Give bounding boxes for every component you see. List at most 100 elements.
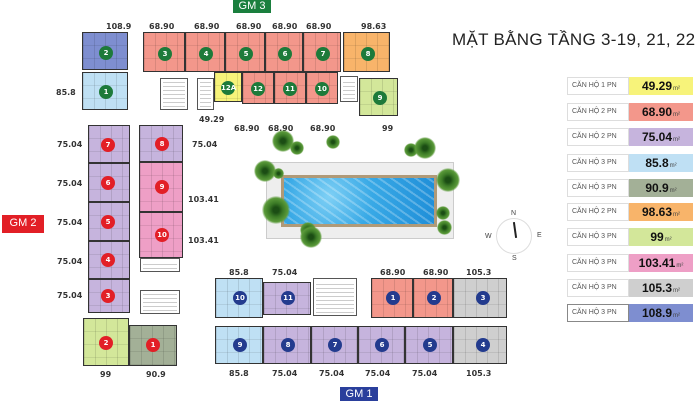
unit-gm3-10[interactable]: 10 [306, 72, 338, 104]
unit-number-badge: 11 [283, 82, 297, 96]
area-label: 103.41 [188, 236, 219, 245]
stair-core [197, 78, 214, 110]
unit-gm3-6[interactable]: 6 [265, 32, 303, 72]
legend-row: CĂN HỘ 3 PN 99m² [567, 228, 693, 246]
unit-number-badge: 12 [251, 82, 265, 96]
legend-area: 85.8m² [629, 154, 693, 172]
legend-area-unit: m² [673, 112, 681, 118]
unit-gm3-8[interactable]: 8 [343, 32, 390, 72]
legend-area-value: 90.9 [645, 181, 669, 195]
legend-area-unit: m² [669, 188, 677, 194]
unit-gm1-7[interactable]: 7 [311, 326, 358, 364]
unit-gm1-10[interactable]: 10 [215, 278, 263, 318]
unit-number-badge: 3 [158, 47, 172, 61]
unit-gm1-11[interactable]: 11 [263, 282, 311, 315]
area-label: 75.04 [365, 369, 391, 378]
area-label: 75.04 [57, 140, 83, 149]
unit-gm1-9[interactable]: 9 [215, 326, 263, 364]
unit-gm1-4[interactable]: 4 [453, 326, 507, 364]
unit-number-badge: 5 [101, 215, 115, 229]
unit-number-badge: 4 [476, 338, 490, 352]
unit-gm3-3[interactable]: 3 [143, 32, 185, 72]
legend-row: CĂN HỘ 3 PN 105.3m² [567, 279, 693, 297]
unit-number-badge: 6 [101, 176, 115, 190]
area-label: 103.41 [188, 195, 219, 204]
unit-number-badge: 4 [199, 47, 213, 61]
legend-area-unit: m² [673, 212, 681, 218]
area-label: 68.90 [310, 124, 336, 133]
unit-gm3-1[interactable]: 1 [82, 72, 128, 110]
legend-unit-type: CĂN HỘ 2 PN [567, 103, 629, 121]
area-label: 68.90 [306, 22, 332, 31]
unit-gm1-8[interactable]: 8 [263, 326, 311, 364]
swimming-pool [281, 175, 437, 227]
legend-area-unit: m² [673, 288, 681, 294]
unit-gm1-2[interactable]: 2 [413, 278, 453, 318]
unit-gm1-5[interactable]: 5 [405, 326, 453, 364]
unit-gm3-2[interactable]: 2 [82, 32, 128, 70]
unit-number-badge: 2 [99, 46, 113, 60]
unit-gm2-8[interactable]: 8 [139, 125, 183, 162]
area-label: 75.04 [319, 369, 345, 378]
area-label: 108.9 [106, 22, 132, 31]
unit-number-badge: 8 [281, 338, 295, 352]
unit-gm3-12[interactable]: 12 [242, 72, 274, 104]
unit-gm2-3[interactable]: 3 [88, 279, 130, 313]
gate-gm1-label: GM 1 [340, 387, 378, 401]
area-label: 75.04 [272, 268, 298, 277]
legend-area-value: 98.63 [641, 205, 673, 219]
stair-core [313, 278, 357, 316]
unit-number-badge: 7 [328, 338, 342, 352]
legend-area: 98.63m² [629, 203, 693, 221]
area-label: 68.90 [380, 268, 406, 277]
unit-gm2-2[interactable]: 2 [83, 318, 129, 366]
compass-east: E [537, 232, 542, 239]
unit-number-badge: 12A [221, 81, 236, 95]
legend-unit-type: CĂN HỘ 3 PN [567, 254, 629, 272]
area-label: 105.3 [466, 369, 492, 378]
unit-number-badge: 7 [316, 47, 330, 61]
unit-number-badge: 9 [373, 91, 387, 105]
area-label: 75.04 [57, 291, 83, 300]
compass-needle [512, 221, 518, 239]
legend-area-value: 85.8 [645, 156, 669, 170]
unit-gm1-3[interactable]: 3 [453, 278, 507, 318]
legend-area: 105.3m² [629, 279, 693, 297]
unit-number-badge: 9 [155, 180, 169, 194]
area-label: 75.04 [192, 140, 218, 149]
legend-area-value: 108.9 [641, 306, 673, 320]
unit-gm2-7[interactable]: 7 [88, 125, 130, 163]
unit-gm3-9[interactable]: 9 [359, 78, 398, 116]
compass-south: S [512, 255, 517, 262]
unit-gm2-6[interactable]: 6 [88, 163, 130, 202]
legend-area: 90.9m² [629, 179, 693, 197]
unit-gm2-5[interactable]: 5 [88, 202, 130, 241]
legend-unit-type: CĂN HỘ 3 PN [567, 228, 629, 246]
legend-area-value: 103.41 [638, 256, 676, 270]
unit-number-badge: 1 [99, 85, 113, 99]
unit-gm2-1[interactable]: 1 [129, 325, 177, 366]
unit-gm2-4[interactable]: 4 [88, 241, 130, 279]
unit-gm2-9[interactable]: 9 [139, 162, 183, 212]
unit-number-badge: 5 [239, 47, 253, 61]
legend-row: CĂN HỘ 2 PN 98.63m² [567, 203, 693, 221]
unit-gm3-5[interactable]: 5 [225, 32, 265, 72]
legend-area-unit: m² [673, 313, 681, 319]
unit-number-badge: 6 [375, 338, 389, 352]
legend-unit-type: CĂN HỘ 3 PN [567, 304, 629, 322]
stair-core [140, 290, 180, 314]
legend-row: CĂN HỘ 3 PN 85.8m² [567, 154, 693, 172]
unit-gm2-10[interactable]: 10 [139, 212, 183, 258]
area-label: 98.63 [361, 22, 387, 31]
unit-gm3-12a[interactable]: 12A [214, 72, 242, 102]
unit-gm3-7[interactable]: 7 [303, 32, 341, 72]
unit-gm3-11[interactable]: 11 [274, 72, 306, 104]
area-label: 90.9 [146, 370, 166, 379]
palm-tree-icon [272, 130, 294, 152]
legend-area-value: 75.04 [641, 130, 673, 144]
unit-gm1-1[interactable]: 1 [371, 278, 413, 318]
unit-gm1-6[interactable]: 6 [358, 326, 405, 364]
palm-tree-icon [436, 168, 460, 192]
unit-gm3-4[interactable]: 4 [185, 32, 225, 72]
area-label: 68.90 [268, 124, 294, 133]
